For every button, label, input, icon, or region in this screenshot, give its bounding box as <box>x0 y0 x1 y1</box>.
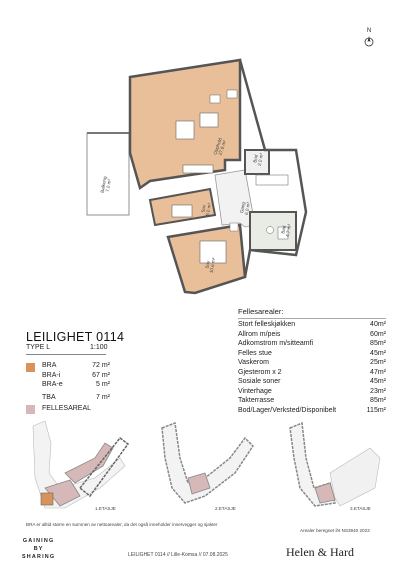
key-plan-1 <box>32 420 130 509</box>
fellesareal-label: FELLESAREAL <box>42 405 92 412</box>
bra-swatch <box>26 363 35 372</box>
storage-floor <box>244 149 270 175</box>
key-plan-3 <box>289 421 381 507</box>
footer-logo-left: GAINING BY SHARING <box>22 538 56 560</box>
footer-center: LEILIGHET 0114 // Lille-Komsa // 07.08.2… <box>128 552 228 558</box>
footnote: BRA er alltid større en summen av nettoa… <box>26 522 218 527</box>
fellesareal-swatch <box>26 405 35 414</box>
unit-scale: 1:100 <box>90 344 108 351</box>
unit-type: TYPE L <box>26 344 51 351</box>
common-areas-title: Fellesarealer: <box>238 307 284 316</box>
key-plan-2 <box>161 421 254 504</box>
bathroom-floor <box>249 211 297 251</box>
floor-label-1: 1.ETASJE <box>95 506 116 511</box>
floor-label-3: 3.ETASJE <box>350 506 371 511</box>
standard-note: Arealer beregnet iht NS3940 2023 <box>300 528 370 533</box>
balcony-area <box>86 132 130 216</box>
unit-title: LEILIGHET 0114 <box>26 330 125 344</box>
floor-label-2: 2.ETASJE <box>215 506 236 511</box>
compass: N <box>359 28 379 52</box>
floor-plan <box>86 58 308 295</box>
compass-label: N <box>366 28 372 34</box>
compass-icon <box>364 36 374 47</box>
footer-logo-right: Helen & Hard <box>286 545 354 559</box>
